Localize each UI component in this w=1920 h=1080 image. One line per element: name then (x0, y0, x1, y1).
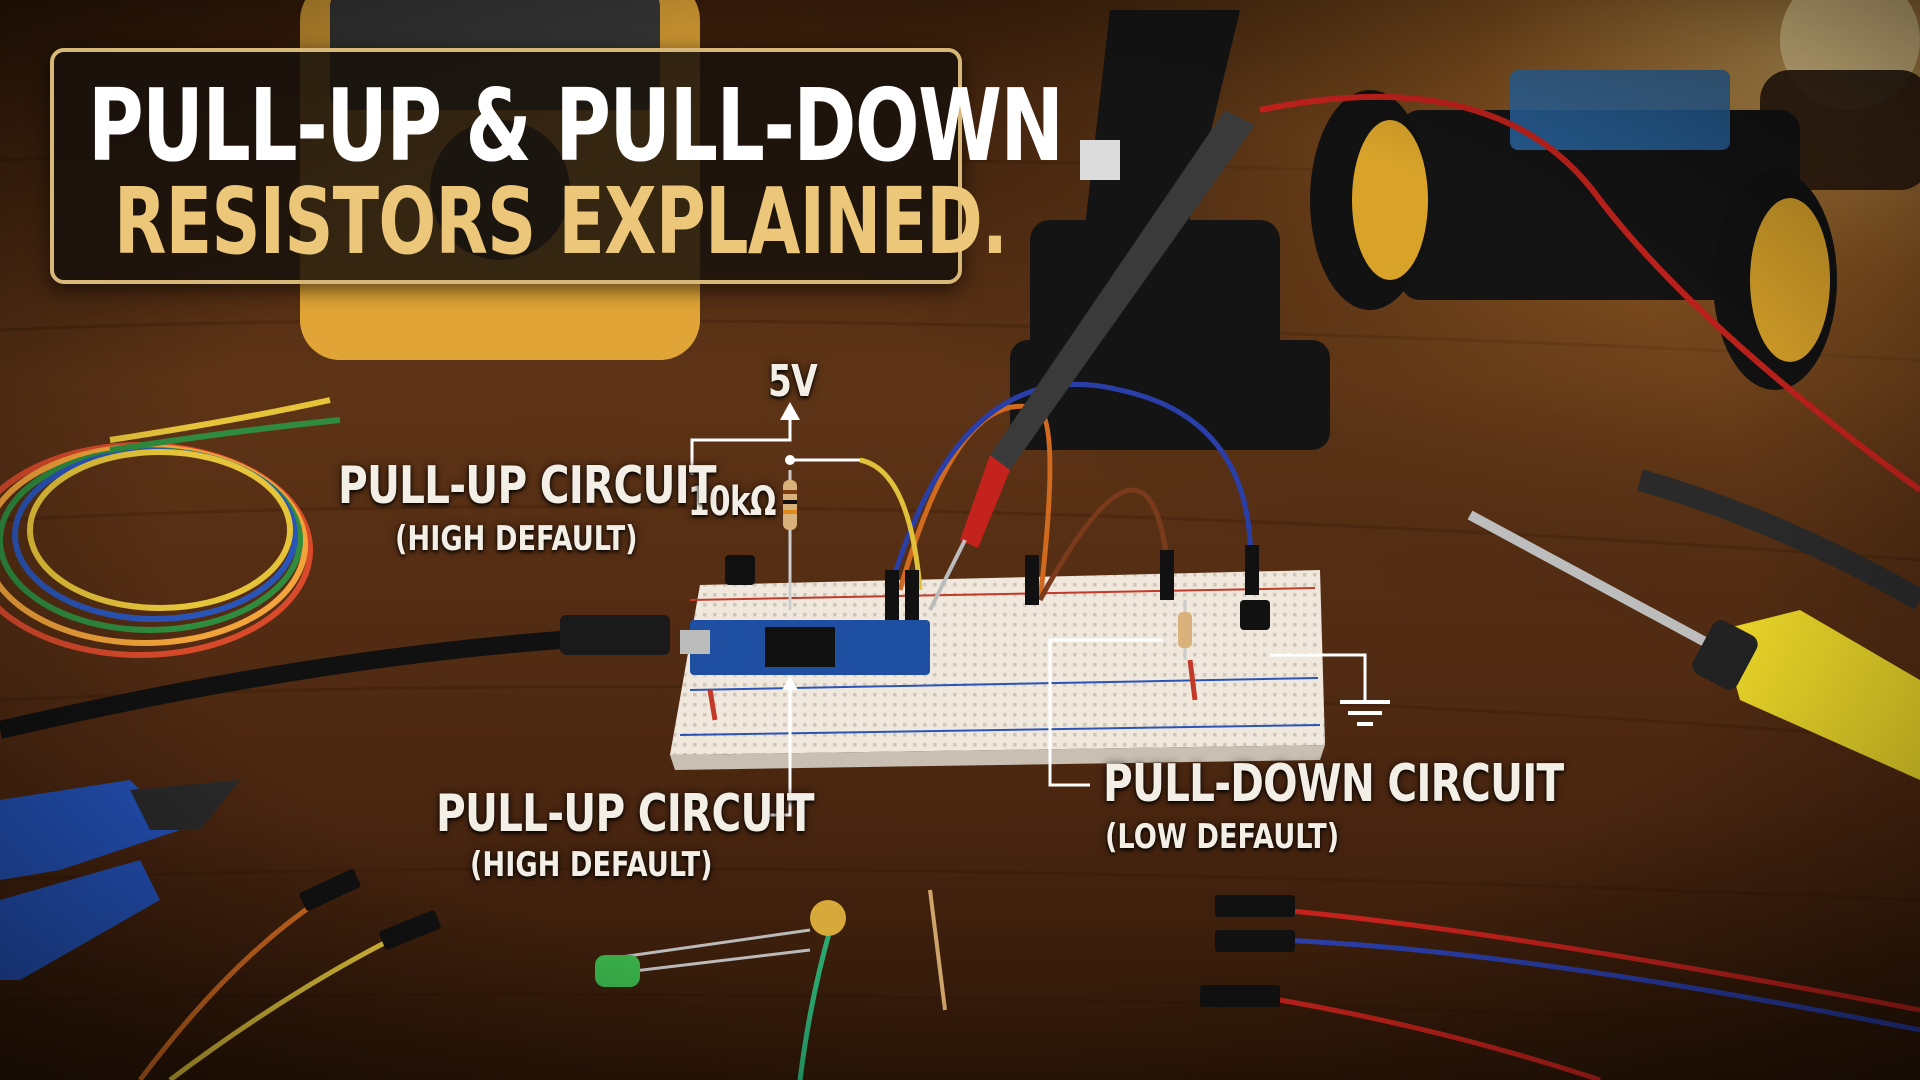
title-banner: PULL-UP & PULL-DOWN RESISTORS EXPLAINED. (50, 48, 1064, 284)
pullup-bottom-label: PULL-UP CIRCUIT (436, 784, 815, 844)
resistor-value-label: 10kΩ (688, 479, 776, 525)
voltage-label: 5V (768, 356, 818, 407)
pullup-top-label: PULL-UP CIRCUIT (338, 456, 717, 516)
title-line-1: PULL-UP & PULL-DOWN (88, 67, 1064, 184)
pullup-bottom-sublabel: (HIGH DEFAULT) (470, 845, 713, 885)
pullup-top-sublabel: (HIGH DEFAULT) (395, 519, 638, 559)
title-line-2: RESISTORS EXPLAINED. (114, 168, 1008, 275)
pulldown-label: PULL-DOWN CIRCUIT (1103, 754, 1564, 814)
pulldown-sublabel: (LOW DEFAULT) (1105, 817, 1340, 857)
